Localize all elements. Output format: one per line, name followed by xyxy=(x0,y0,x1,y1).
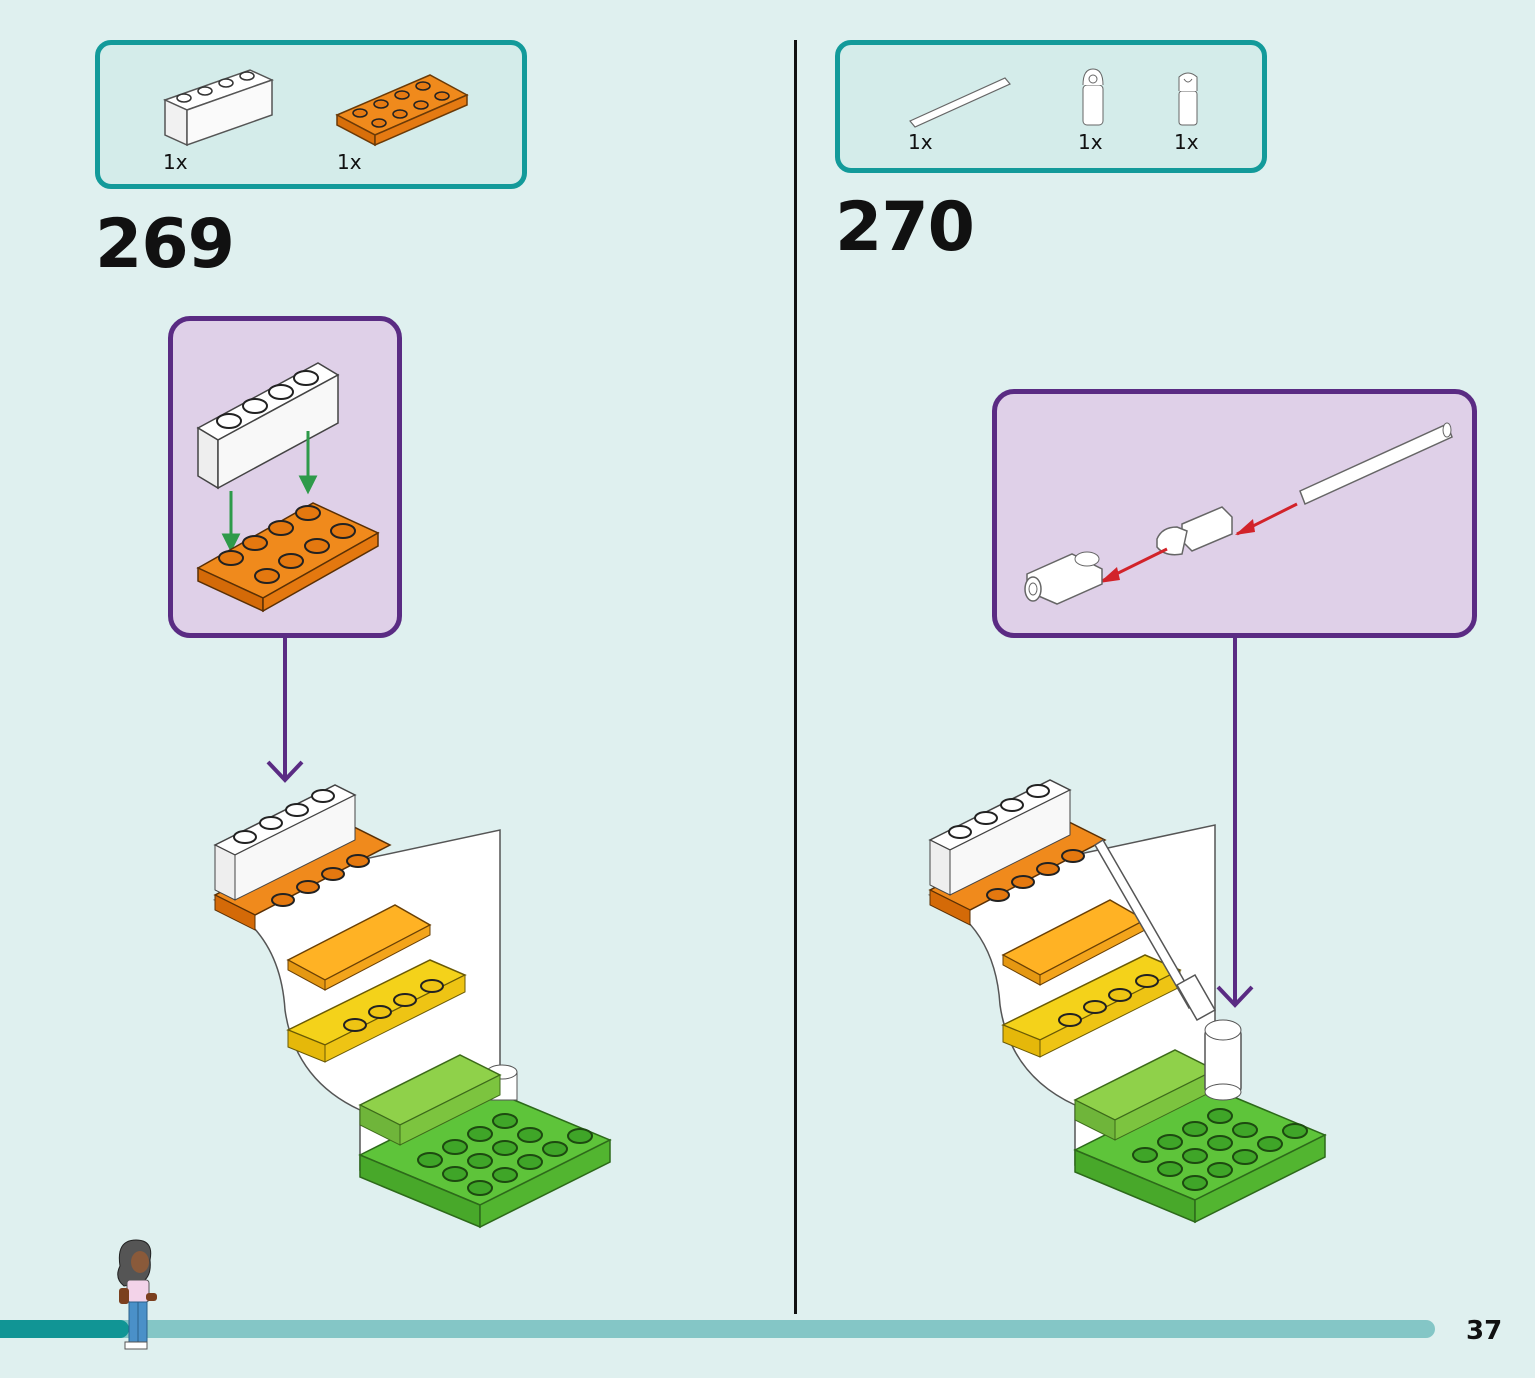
callout-269 xyxy=(168,316,402,638)
clip-icon xyxy=(1178,72,1198,126)
white-bar-icon xyxy=(909,77,1011,128)
white-brick-icon xyxy=(162,69,275,147)
progress-bar-fill xyxy=(0,1320,130,1338)
subassembly-illustration xyxy=(1024,422,1453,605)
qty-label: 1x xyxy=(908,130,933,154)
qty-label: 1x xyxy=(1078,130,1103,154)
qty-label: 1x xyxy=(1174,130,1199,154)
qty-label: 1x xyxy=(163,150,188,174)
page-divider xyxy=(794,40,797,1314)
minifigure-icon xyxy=(117,1239,157,1350)
qty-label: 1x xyxy=(337,150,362,174)
step-number: 269 xyxy=(95,205,235,284)
model-illustration-270 xyxy=(927,779,1327,1224)
model-illustration-269 xyxy=(212,784,612,1229)
step-number: 270 xyxy=(835,188,975,267)
orange-plate-icon xyxy=(335,74,469,147)
progress-bar xyxy=(0,1320,1435,1338)
parts-list-269: 1x 1x xyxy=(95,40,527,189)
parts-list-270: 1x 1x 1x xyxy=(835,40,1267,173)
subassembly-illustration xyxy=(196,362,380,613)
clip-bar-holder-icon xyxy=(1082,68,1104,126)
page-number: 37 xyxy=(1466,1316,1503,1346)
callout-270 xyxy=(992,389,1477,638)
